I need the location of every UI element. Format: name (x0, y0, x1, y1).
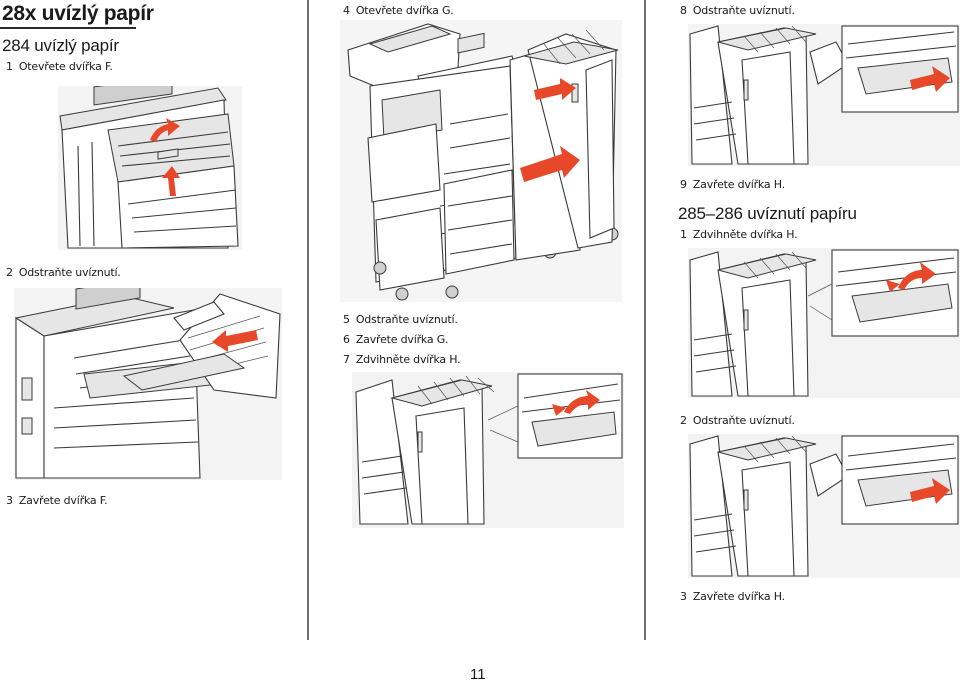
page-number: 11 (470, 666, 486, 683)
illustration-open-door-f (58, 86, 242, 250)
subheading-284: 284 uvízlý papír (2, 36, 119, 55)
illustration-remove-jam-h-2 (688, 434, 960, 578)
column-divider-right (644, 0, 646, 640)
illustration-lift-door-h-col2 (352, 372, 624, 528)
section-title: 28x uvízlý papír (2, 2, 154, 25)
subheading-285-286: 285–286 uvíznutí papíru (678, 204, 857, 223)
illustration-printer-with-finisher (340, 20, 622, 302)
illustration-lift-door-h-col3 (688, 248, 960, 398)
title-underline (0, 27, 136, 29)
column-divider-left (307, 0, 309, 640)
illustration-remove-jam-f (14, 288, 282, 480)
illustration-remove-jam-h (688, 24, 960, 166)
